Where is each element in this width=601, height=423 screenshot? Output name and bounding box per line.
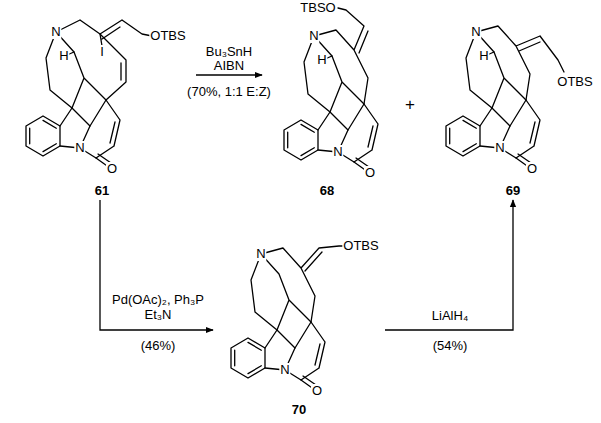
compound-number: 70 bbox=[292, 402, 306, 417]
atom-label: N bbox=[332, 145, 343, 159]
atom-label: OTBS bbox=[342, 239, 379, 253]
compound-number: 69 bbox=[506, 183, 520, 198]
yield-text: (46%) bbox=[140, 339, 177, 353]
compound-region: 70 bbox=[213, 225, 385, 419]
reagent-text: AIBN bbox=[213, 59, 245, 73]
reaction-arrow bbox=[100, 200, 213, 330]
atom-label: N bbox=[255, 247, 266, 261]
atom-label: N bbox=[308, 29, 319, 43]
side-chain bbox=[476, 26, 564, 100]
atom-label: N bbox=[50, 25, 61, 39]
atom-label: N bbox=[279, 363, 290, 377]
atom-label: O bbox=[364, 166, 376, 180]
yield-text: (70%, 1:1 E:Z) bbox=[186, 85, 272, 99]
reagent-text: LiAlH₄ bbox=[431, 309, 469, 323]
atom-label: H bbox=[58, 49, 69, 63]
reaction-arrow bbox=[196, 74, 262, 75]
reagent-text: Et₃N bbox=[144, 308, 173, 322]
atom-label: O bbox=[106, 162, 118, 176]
side-chain bbox=[56, 20, 152, 100]
atom-label: N bbox=[74, 141, 85, 155]
reagent-text: Bu₃SnH bbox=[205, 45, 253, 59]
compound-number: 61 bbox=[95, 183, 109, 198]
atom-label: OTBS bbox=[149, 29, 186, 43]
reaction-arrow bbox=[385, 200, 513, 330]
atom-label: O bbox=[526, 162, 538, 176]
reagent-text: Pd(OAc)₂, Ph₃P bbox=[111, 293, 205, 307]
atom-label: OTBS bbox=[556, 75, 593, 89]
yield-text: (54%) bbox=[432, 339, 469, 353]
atom-label: H bbox=[316, 53, 327, 67]
atom-label: N bbox=[470, 25, 481, 39]
atom-label: N bbox=[494, 141, 505, 155]
atom-label: TBSO bbox=[299, 1, 336, 15]
side-chain bbox=[314, 8, 368, 104]
plus-sign: + bbox=[404, 98, 416, 112]
side-chain bbox=[261, 246, 343, 322]
atom-label: I bbox=[99, 45, 105, 59]
atom-label: H bbox=[478, 49, 489, 63]
compound-number: 68 bbox=[320, 183, 334, 198]
compound-region: 69 bbox=[428, 0, 598, 200]
atom-label: O bbox=[311, 384, 323, 398]
